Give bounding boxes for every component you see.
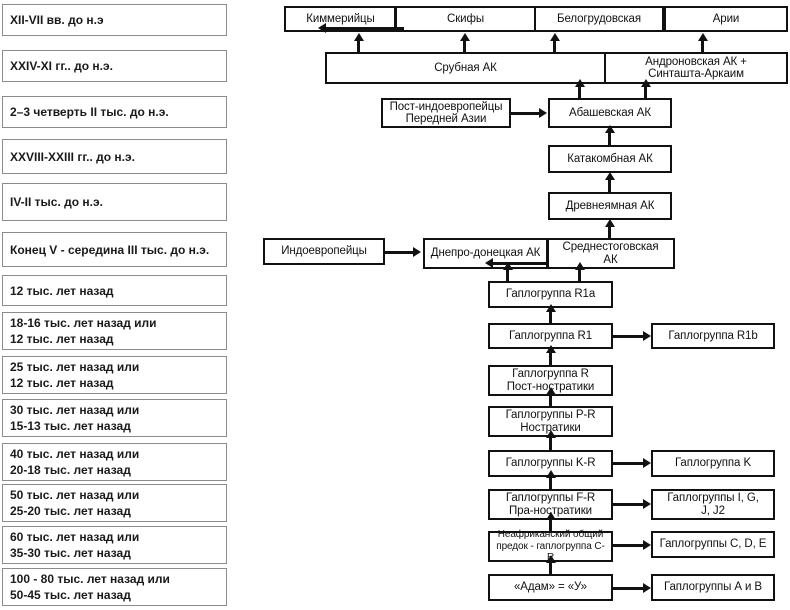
- arrow-katakombnaya-to-abashevskaya-head: [605, 125, 615, 133]
- arrow-r1a-to-srednestogovskaya-head: [575, 262, 585, 270]
- arrow-r-to-r1-line: [549, 352, 552, 366]
- node-srubnaya: Срубная АК: [325, 52, 606, 84]
- arrow-r1-to-r1b-line: [613, 335, 644, 338]
- timeline-item-8: 18-16 тыс. лет назад или 12 тыс. лет наз…: [2, 312, 227, 350]
- arrow-abashevskaya-to-andronovskaya-line: [644, 86, 647, 99]
- arrow-neafrikansky-to-cde-line: [613, 544, 644, 547]
- arrow-r-to-r1-head: [546, 345, 556, 353]
- arrow-katakombnaya-to-abashevskaya-line: [608, 132, 611, 146]
- arrow-kr-to-k-line: [613, 462, 644, 465]
- arrow-neafrikansky-to-fr-head: [546, 512, 556, 520]
- arrow-skify-to-kimmeriytsy-head: [318, 23, 326, 33]
- arrow-fr-to-igjj2-head: [643, 499, 651, 509]
- timeline-item-3: 2–3 четверть II тыс. до н.э.: [2, 96, 227, 128]
- node-haplogroup-r1a: Гаплогруппа R1a: [488, 281, 613, 308]
- arrow-abashevskaya-to-srubnaya-head: [575, 79, 585, 87]
- timeline-item-13: 60 тыс. лет назад или 35-30 тыс. лет наз…: [2, 526, 227, 564]
- arrow-abashevskaya-to-andronovskaya-head: [641, 79, 651, 87]
- node-haplogroup-i-g-j-j2: Гаплогруппы I, G, J, J2: [651, 489, 775, 520]
- arrow-r1a-to-srednestogovskaya-line: [578, 269, 581, 282]
- node-abashevskaya: Абашевская АК: [548, 98, 672, 128]
- node-andronovskaya: Андроновская АК + Синташта-Аркаим: [604, 52, 788, 84]
- node-haplogroup-a-b: Гаплогруппы А и В: [651, 574, 775, 601]
- arrow-drevneyamnaya-to-katakombnaya-head: [605, 172, 615, 180]
- arrow-r1a-to-dnepro-head: [503, 262, 513, 270]
- arrow-adam-to-ab-head: [643, 583, 651, 593]
- node-belogrudovskaya: Белогрудовская: [534, 6, 664, 32]
- arrow-drevneyamnaya-to-katakombnaya-line: [608, 179, 611, 193]
- arrow-kr-to-pr-head: [546, 430, 556, 438]
- arrow-skify-to-kimmeriytsy-line: [326, 27, 404, 30]
- node-haplogroup-k: Гаплогруппа K: [651, 450, 775, 477]
- arrow-fr-to-kr-line: [549, 477, 552, 490]
- arrow-srubnaya-to-skify-head: [460, 33, 470, 41]
- arrow-r1-to-r1a-line: [549, 311, 552, 324]
- arrow-abashevskaya-to-srubnaya-line: [578, 86, 581, 99]
- timeline-item-9: 25 тыс. лет назад или 12 тыс. лет назад: [2, 356, 227, 394]
- timeline-item-4: XXVIII-XXIII гг.. до н.э.: [2, 139, 227, 174]
- node-indoevropeytsy: Индоевропейцы: [263, 238, 385, 265]
- divider-kimmeriytsy-skify: [394, 6, 397, 32]
- timeline-item-14: 100 - 80 тыс. лет назад или 50-45 тыс. л…: [2, 568, 227, 606]
- arrow-adam-to-ab-line: [613, 587, 644, 590]
- arrow-srubnaya-to-belogrudovskaya-line: [553, 40, 556, 53]
- timeline-item-10: 30 тыс. лет назад или 15-13 тыс. лет наз…: [2, 399, 227, 437]
- arrow-r1-to-r1a-head: [546, 304, 556, 312]
- node-srednestogovskaya: Среднестоговская АК: [546, 238, 675, 269]
- arrow-srubnaya-to-kimmeriytsy-head: [354, 33, 364, 41]
- arrow-andronovskaya-to-arii-head: [698, 33, 708, 41]
- arrow-ie-to-dnepro-head: [413, 247, 421, 257]
- arrow-srednestogovskaya-to-drevneyamnaya-head: [605, 219, 615, 227]
- arrow-postie-to-abashevskaya-head: [539, 108, 547, 118]
- arrow-postie-to-abashevskaya-line: [511, 112, 540, 115]
- arrow-srednestogovskaya-to-dnepro-head: [485, 258, 493, 268]
- timeline-item-7: 12 тыс. лет назад: [2, 275, 227, 306]
- node-haplogroup-r1b: Гаплогруппа R1b: [651, 323, 775, 349]
- arrow-r1-to-r1b-head: [643, 331, 651, 341]
- arrow-srubnaya-to-kimmeriytsy-line: [357, 40, 360, 53]
- arrow-ie-to-dnepro-line: [385, 251, 414, 254]
- arrow-andronovskaya-to-arii-line: [701, 40, 704, 53]
- timeline-item-2: XXIV-XI гг.. до н.э.: [2, 50, 227, 82]
- node-post-indoevropeytsy: Пост-индоевропейцы Передней Азии: [381, 98, 511, 128]
- arrow-fr-to-igjj2-line: [613, 503, 644, 506]
- arrow-srubnaya-to-skify-line: [463, 40, 466, 53]
- node-haplogroup-r1: Гаплогруппа R1: [488, 323, 613, 349]
- node-arii: Арии: [664, 6, 788, 32]
- arrow-srubnaya-to-belogrudovskaya-head: [550, 33, 560, 41]
- node-adam: «Адам» = «У»: [488, 574, 613, 601]
- arrow-pr-to-r-head: [546, 387, 556, 395]
- arrow-neafrikansky-to-cde-head: [643, 540, 651, 550]
- timeline-item-5: IV-II тыс. до н.э.: [2, 183, 227, 221]
- arrow-kr-to-k-head: [643, 458, 651, 468]
- arrow-srednestogovskaya-to-drevneyamnaya-line: [608, 226, 611, 239]
- node-skify: Скифы: [395, 6, 536, 32]
- node-katakombnaya: Катакомбная АК: [548, 145, 672, 173]
- timeline-item-6: Конец V - середина III тыс. до н.э.: [2, 232, 227, 267]
- arrow-fr-to-kr-head: [546, 470, 556, 478]
- arrow-neafrikansky-to-fr-line: [549, 519, 552, 532]
- timeline-item-11: 40 тыс. лет назад или 20-18 тыс. лет наз…: [2, 443, 227, 481]
- arrow-adam-to-neafrikansky-line: [549, 562, 552, 575]
- timeline-item-1: XII-VII вв. до н.э: [2, 4, 227, 36]
- node-haplogroup-c-d-e: Гаплогруппы C, D, E: [651, 531, 775, 558]
- arrow-adam-to-neafrikansky-head: [546, 555, 556, 563]
- arrow-srednestogovskaya-to-dnepro-line: [493, 262, 548, 265]
- arrow-r1a-to-dnepro-line: [506, 269, 509, 282]
- divider-dnepro-srednestogovskaya: [546, 238, 549, 269]
- arrow-pr-to-r-line: [549, 394, 552, 407]
- arrow-kr-to-pr-line: [549, 437, 552, 451]
- node-drevneyamnaya: Древнеямная АК: [548, 192, 672, 220]
- timeline-item-12: 50 тыс. лет назад или 25-20 тыс. лет наз…: [2, 484, 227, 522]
